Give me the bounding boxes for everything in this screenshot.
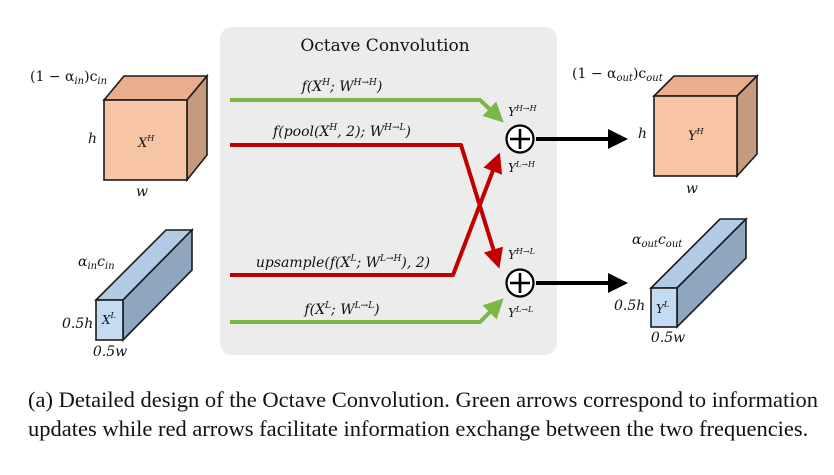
input-high-tensor-label: XH: [137, 134, 155, 151]
input-high-width-label: w: [136, 184, 148, 200]
output-low-tensor-label: YL: [656, 300, 669, 316]
output-low-width-label: 0.5w: [651, 330, 685, 346]
output-high-width-label: w: [686, 181, 698, 197]
input-high-channels-label: (1 − αin)cin: [30, 69, 107, 87]
output-high-frequency-cube: [652, 74, 759, 179]
output-high-channels-label: (1 − αout)cout: [572, 66, 664, 84]
output-high-height-label: h: [638, 126, 647, 142]
input-low-height-label: 0.5h: [62, 316, 93, 332]
sum-node-high: [505, 124, 535, 154]
input-low-tensor-label: XL: [101, 311, 116, 327]
output-low-frequency-cube: [649, 217, 748, 329]
arrow-low-to-low: [230, 298, 504, 324]
arrow-low-to-high: [230, 152, 503, 277]
input-high-height-label: h: [88, 131, 97, 147]
arrow-high-to-high: [230, 98, 504, 123]
input-low-channels-label: αincin: [78, 254, 115, 272]
output-high-tensor-label: YH: [688, 127, 705, 144]
label-y-low-to-low: YL→L: [508, 305, 533, 320]
label-low-to-high: upsample(f(XL; WL→H), 2): [256, 254, 430, 271]
label-y-high-to-low: YH→L: [508, 247, 535, 262]
output-low-channels-label: αoutcout: [632, 232, 683, 250]
label-low-to-low: f(XL; WL→L): [303, 301, 379, 318]
label-high-to-low: f(pool(XH, 2); WH→L): [272, 123, 411, 140]
label-y-low-to-high: YL→H: [508, 160, 536, 175]
arrow-high-to-low: [230, 143, 503, 269]
sum-node-low: [505, 268, 535, 298]
figure-caption: (a) Detailed design of the Octave Convol…: [28, 387, 818, 441]
input-high-frequency-cube: [102, 73, 209, 183]
octave-convolution-panel: [220, 27, 557, 355]
label-y-high-to-high: YH→H: [508, 104, 538, 119]
panel-title: Octave Convolution: [300, 36, 469, 56]
label-high-to-high: f(XH; WH→H): [301, 78, 383, 95]
input-low-width-label: 0.5w: [93, 344, 127, 360]
input-low-frequency-cube: [94, 228, 194, 342]
output-low-height-label: 0.5h: [614, 298, 645, 314]
